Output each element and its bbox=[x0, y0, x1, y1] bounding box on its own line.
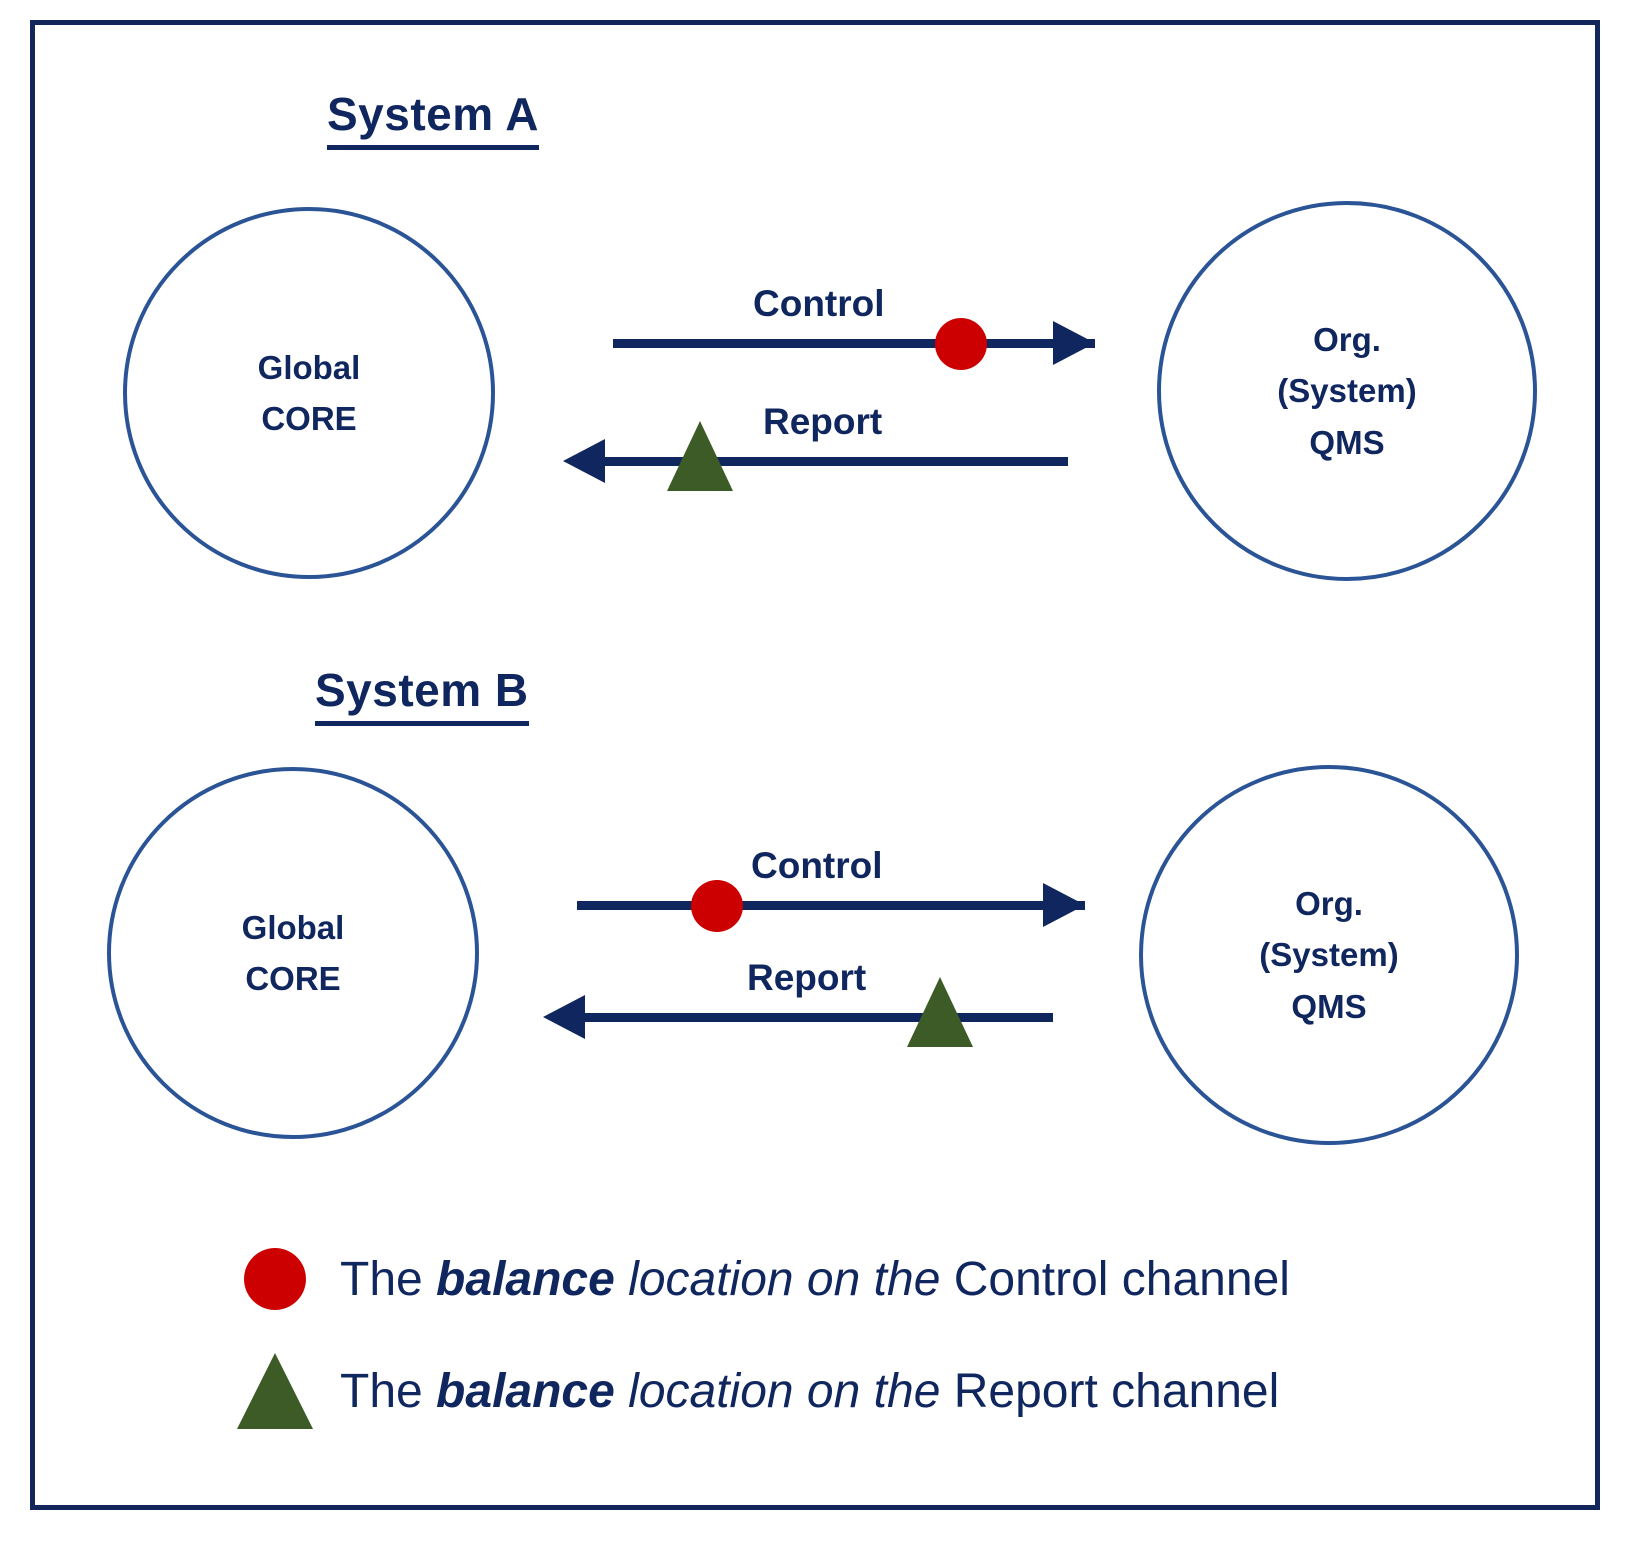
node-label-line: QMS bbox=[1309, 423, 1385, 461]
legend-symbol-red-dot bbox=[210, 1248, 340, 1310]
legend-text-report: The balance location on the Report chann… bbox=[340, 1364, 1279, 1419]
diagram-frame: System A Global CORE Org. (System) QMS C… bbox=[30, 20, 1600, 1510]
arrow-head-right-icon bbox=[1043, 883, 1085, 927]
channel-control-system-a: Control bbox=[575, 283, 1135, 383]
legend-prefix: The bbox=[340, 1364, 437, 1418]
node-label-line: Org. bbox=[1295, 885, 1363, 923]
channel-label-control: Control bbox=[751, 845, 883, 886]
arrow-shaft bbox=[577, 901, 1085, 910]
balance-marker-green-triangle-icon bbox=[907, 977, 973, 1047]
balance-marker-green-triangle-icon bbox=[667, 421, 733, 491]
node-label-line: CORE bbox=[245, 960, 341, 997]
node-label-line: (System) bbox=[1259, 936, 1399, 974]
channel-control-system-b: Control bbox=[565, 845, 1125, 945]
green-triangle-icon bbox=[237, 1353, 313, 1429]
legend-item-control: The balance location on the Control chan… bbox=[210, 1223, 1510, 1335]
node-label-line: CORE bbox=[261, 400, 357, 437]
section-title-system-a-text: System A bbox=[327, 87, 539, 150]
node-label-line: Global bbox=[241, 908, 345, 946]
node-org-qms-b: Org. (System) QMS bbox=[1139, 765, 1519, 1145]
legend-middle: location on the bbox=[614, 1364, 954, 1418]
arrow-head-left-icon bbox=[543, 995, 585, 1039]
legend-suffix: Control channel bbox=[953, 1252, 1290, 1306]
node-label-line: Org. bbox=[1313, 321, 1381, 359]
channel-label-report: Report bbox=[747, 957, 867, 998]
channel-label-report: Report bbox=[763, 401, 883, 442]
legend-symbol-green-triangle bbox=[210, 1353, 340, 1429]
arrow-shaft bbox=[603, 457, 1068, 466]
node-global-core-a: Global CORE bbox=[123, 207, 495, 579]
channel-report-system-a: Report bbox=[535, 401, 1095, 501]
arrow-shaft bbox=[613, 339, 1095, 348]
node-org-qms-a: Org. (System) QMS bbox=[1157, 201, 1537, 581]
legend-suffix: Report channel bbox=[953, 1364, 1280, 1418]
channel-label-control: Control bbox=[753, 283, 885, 324]
legend-middle: location on the bbox=[614, 1252, 954, 1306]
section-title-system-a: System A bbox=[327, 87, 539, 150]
section-title-system-b: System B bbox=[315, 663, 529, 726]
legend-item-report: The balance location on the Report chann… bbox=[210, 1335, 1510, 1447]
legend-prefix: The bbox=[340, 1252, 437, 1306]
red-dot-icon bbox=[244, 1248, 306, 1310]
section-title-system-b-text: System B bbox=[315, 663, 529, 726]
node-label-line: Global bbox=[257, 348, 361, 386]
node-label-line: QMS bbox=[1291, 987, 1367, 1025]
balance-marker-red-dot-icon bbox=[691, 880, 743, 932]
legend-emphasis: balance bbox=[436, 1252, 615, 1306]
arrow-shaft bbox=[583, 1013, 1053, 1022]
node-label-line: (System) bbox=[1277, 372, 1417, 410]
arrow-head-left-icon bbox=[563, 439, 605, 483]
balance-marker-red-dot-icon bbox=[935, 318, 987, 370]
node-global-core-b: Global CORE bbox=[107, 767, 479, 1139]
arrow-head-right-icon bbox=[1053, 321, 1095, 365]
channel-report-system-b: Report bbox=[525, 957, 1085, 1057]
legend-emphasis: balance bbox=[436, 1364, 615, 1418]
legend: The balance location on the Control chan… bbox=[210, 1223, 1510, 1447]
legend-text-control: The balance location on the Control chan… bbox=[340, 1252, 1290, 1307]
